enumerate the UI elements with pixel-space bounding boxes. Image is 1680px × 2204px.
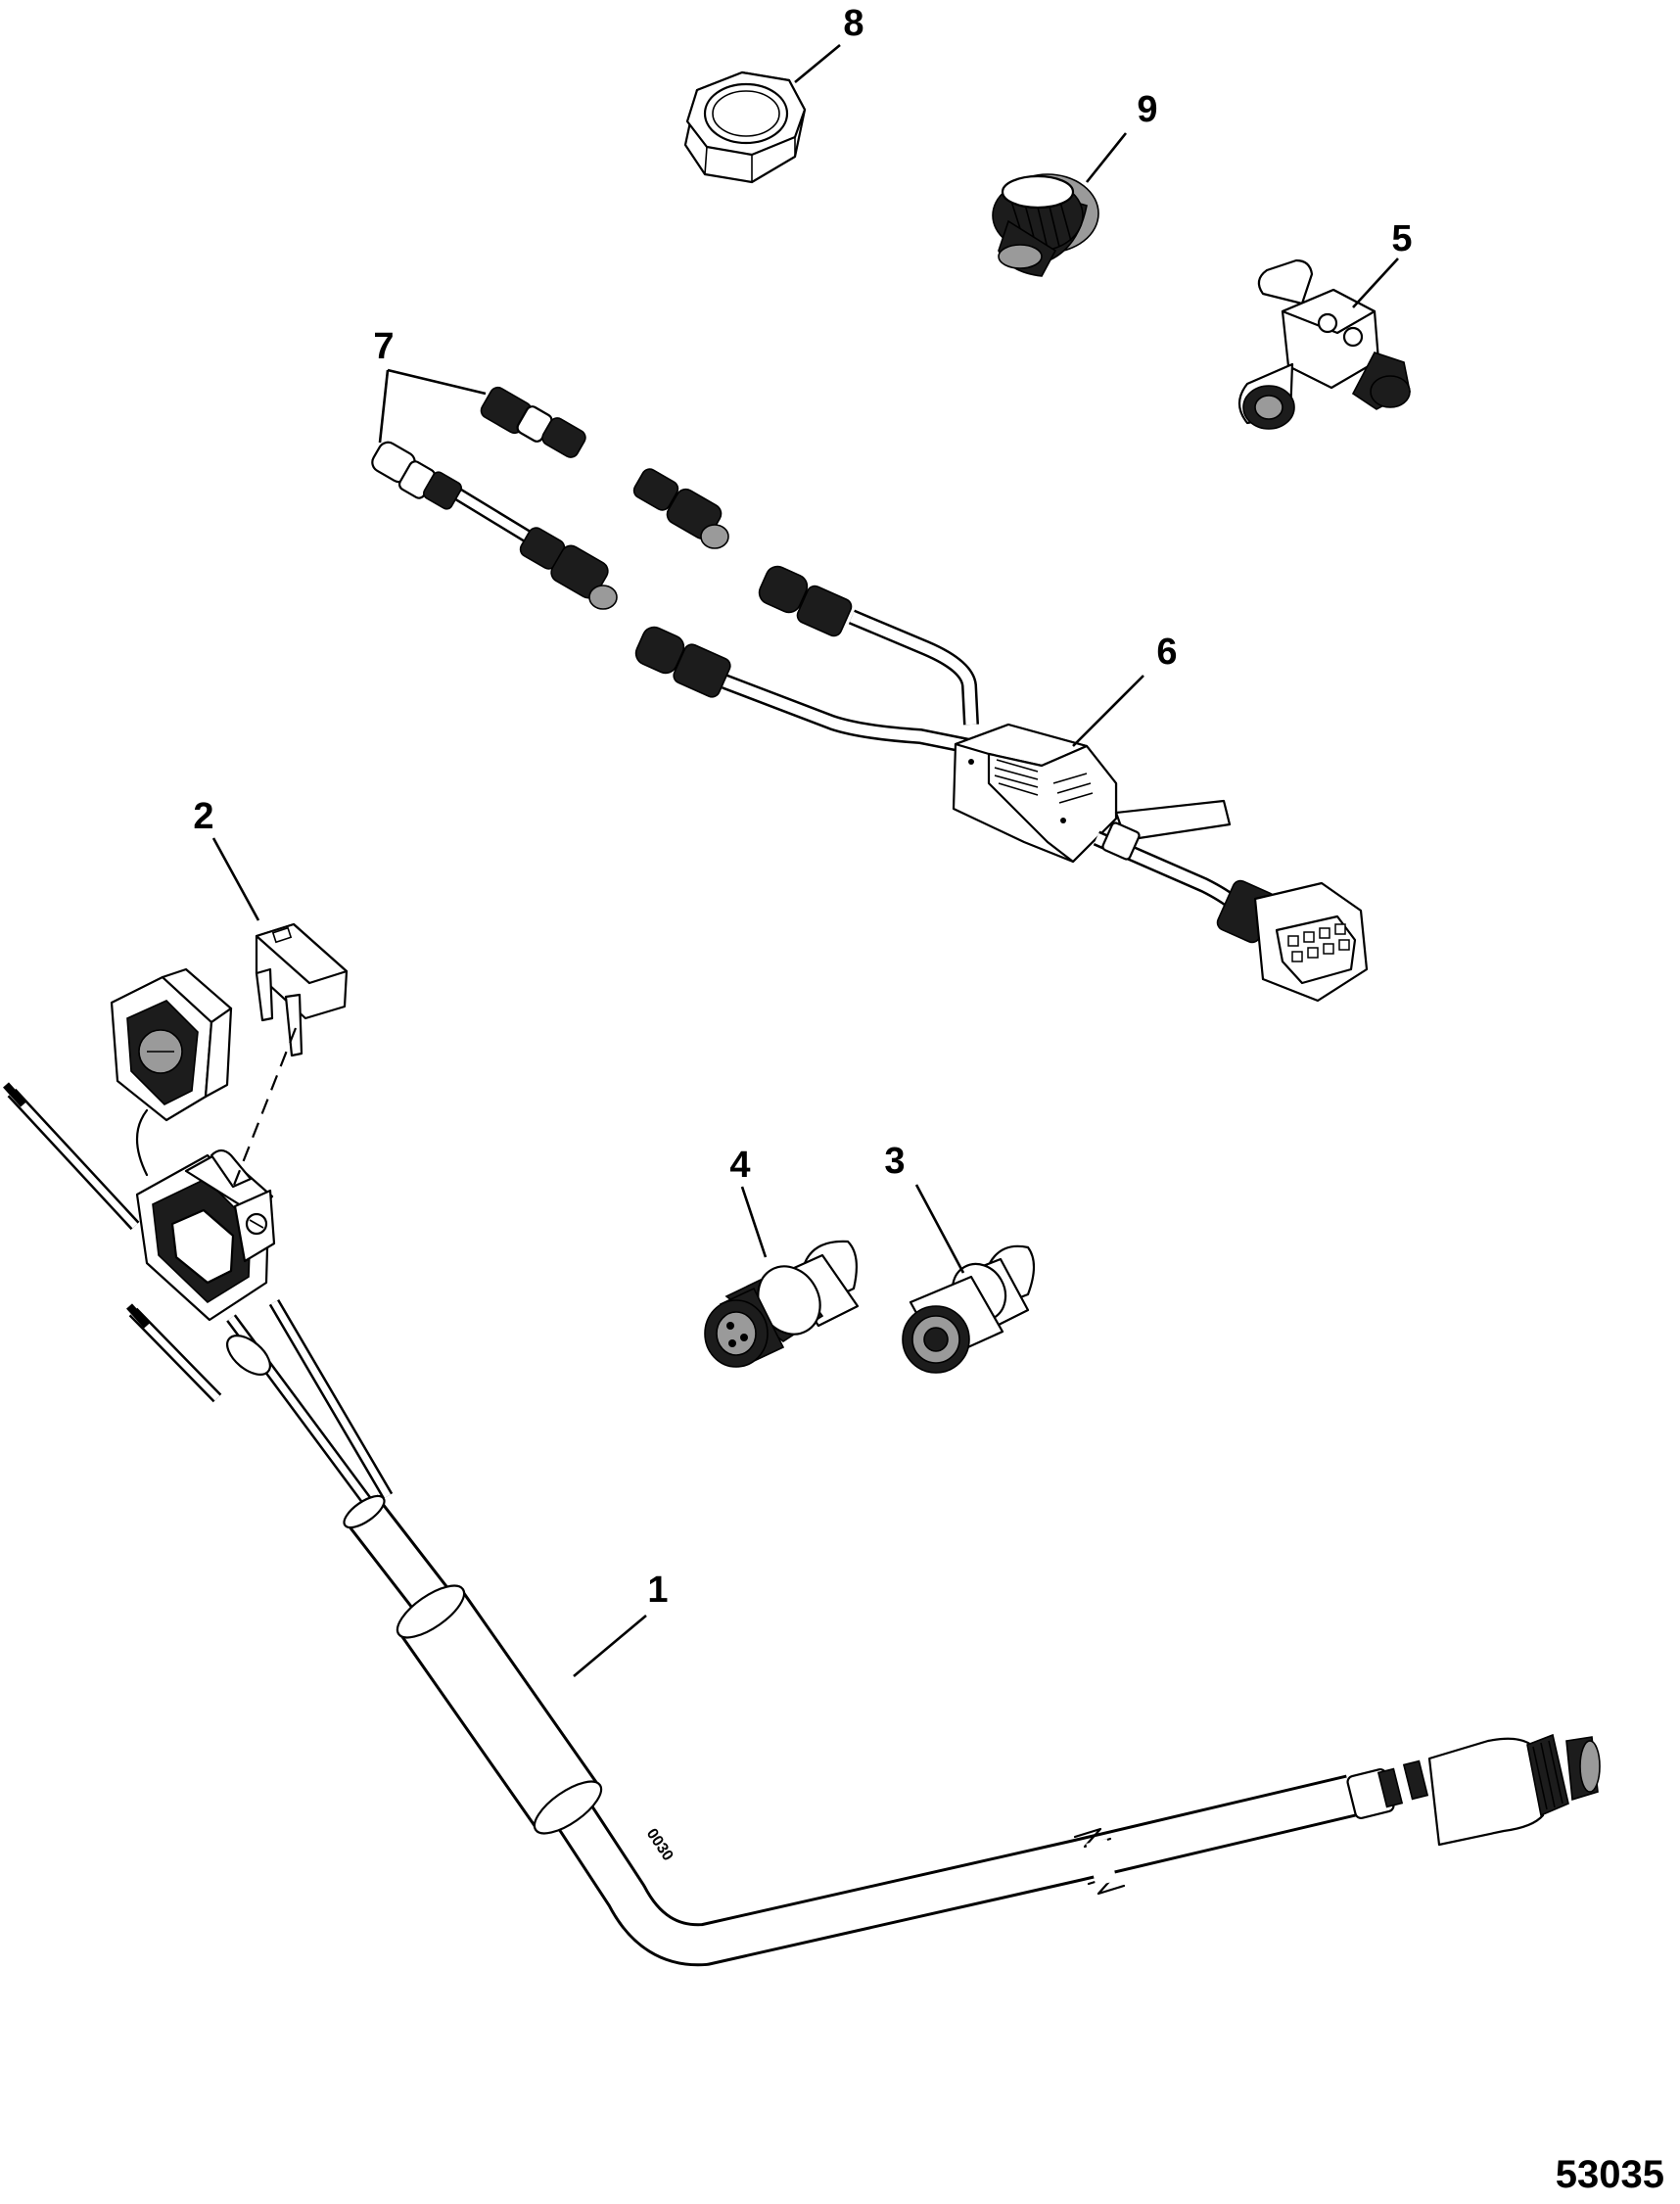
callout-1: 1 <box>647 1570 668 1611</box>
callout-8: 8 <box>843 3 863 44</box>
callout-3: 3 <box>884 1141 905 1182</box>
part-8-hex-nut <box>683 70 807 184</box>
cable-marking: 0030 <box>643 1826 677 1864</box>
callout-2: 2 <box>193 796 213 837</box>
part-7-extension-cables <box>371 386 729 610</box>
part-5-tee-connector <box>1237 258 1411 430</box>
part-4-terminator-male <box>704 1240 860 1368</box>
callout-6: 6 <box>1156 632 1177 673</box>
leader-lines <box>211 43 1399 1677</box>
figure-number: 53035 <box>1556 2153 1664 2196</box>
part-3-terminator-female <box>902 1244 1036 1374</box>
part-6-y-harness <box>634 565 1369 1003</box>
part-1-power-cable <box>3 967 1601 1967</box>
part-2-fuse <box>255 922 349 1057</box>
callout-7: 7 <box>373 326 394 367</box>
callout-9: 9 <box>1137 89 1157 130</box>
callout-4: 4 <box>729 1145 750 1186</box>
part-9-cap <box>992 173 1099 277</box>
callout-5: 5 <box>1391 218 1412 259</box>
